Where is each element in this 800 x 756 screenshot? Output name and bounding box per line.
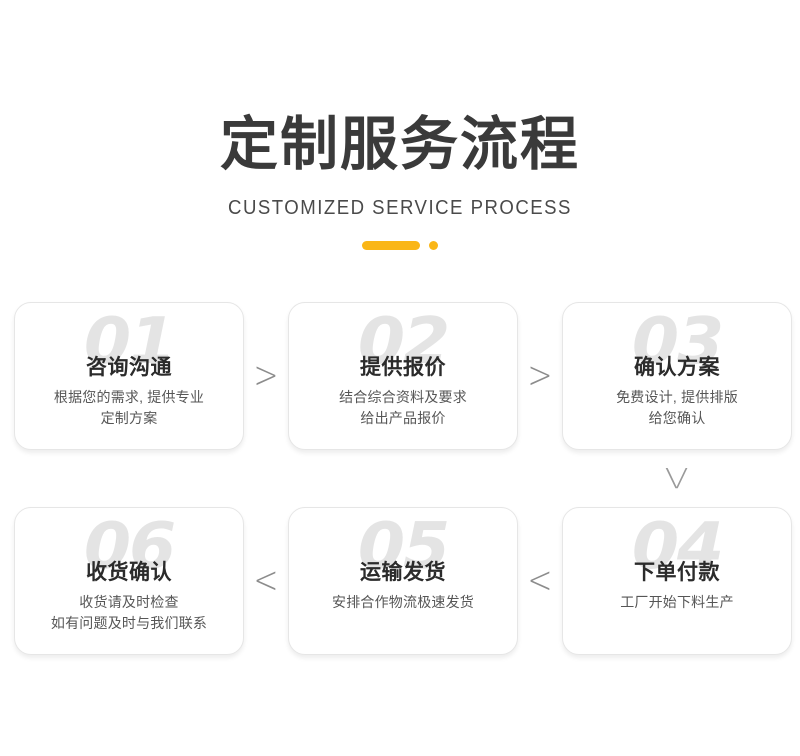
process-step-card-04[interactable]: 04 下单付款 工厂开始下料生产 [562,507,792,655]
process-flow-row-top: 01 咨询沟通 根据您的需求, 提供专业 定制方案 > 02 提供报价 结合综合… [0,300,800,452]
chevron-left-icon-2: < [527,558,553,603]
step-description: 根据您的需求, 提供专业 定制方案 [23,387,235,429]
process-flow: 01 咨询沟通 根据您的需求, 提供专业 定制方案 > 02 提供报价 结合综合… [0,300,800,657]
chevron-right-icon-2: > [527,353,553,398]
step-content: 运输发货 安排合作物流极速发货 [289,560,517,613]
step-description-line-2: 如有问题及时与我们联系 [50,615,208,631]
step-content: 咨询沟通 根据您的需求, 提供专业 定制方案 [15,355,243,429]
step-description: 工厂开始下料生产 [571,592,783,613]
process-step-card-06[interactable]: 06 收货确认 收货请及时检查 如有问题及时与我们联系 [14,507,244,655]
step-description-line-2: 给出产品报价 [360,410,446,426]
step-number-watermark: 02 [357,305,450,379]
step-description-line-1: 收货请及时检查 [79,594,179,610]
chevron-down-icon: V [665,461,689,495]
title-divider [0,240,800,250]
step-title: 收货确认 [86,561,172,584]
step-content: 提供报价 结合综合资料及要求 给出产品报价 [289,355,517,429]
step-content: 下单付款 工厂开始下料生产 [563,560,791,613]
step-description-line-1: 结合综合资料及要求 [339,389,467,405]
chevron-down-connector: V [562,452,792,505]
process-flow-row-bottom: 06 收货确认 收货请及时检查 如有问题及时与我们联系 < 05 运输发货 安排… [0,505,800,657]
step-description: 结合综合资料及要求 给出产品报价 [297,387,509,429]
step-title: 咨询沟通 [86,356,172,379]
process-step-card-05[interactable]: 05 运输发货 安排合作物流极速发货 [288,507,518,655]
step-description-line-1: 免费设计, 提供排版 [616,389,738,405]
process-step-card-01[interactable]: 01 咨询沟通 根据您的需求, 提供专业 定制方案 [14,302,244,450]
step-number-watermark: 04 [631,510,724,584]
step-description: 收货请及时检查 如有问题及时与我们联系 [23,592,235,634]
step-content: 确认方案 免费设计, 提供排版 给您确认 [563,355,791,429]
process-step-card-03[interactable]: 03 确认方案 免费设计, 提供排版 给您确认 [562,302,792,450]
step-title: 确认方案 [634,356,720,379]
page-title: 定制服务流程 [219,112,580,177]
step-description-line-2: 定制方案 [100,410,158,426]
step-number-watermark: 06 [83,510,176,584]
step-description-line-1: 工厂开始下料生产 [620,594,734,610]
chevron-left-icon-1: < [253,558,279,603]
page-subtitle: CUSTOMIZED SERVICE PROCESS [228,197,572,219]
step-description-line-1: 安排合作物流极速发货 [332,594,474,610]
step-title: 运输发货 [360,561,446,584]
process-step-card-02[interactable]: 02 提供报价 结合综合资料及要求 给出产品报价 [288,302,518,450]
divider-bar-icon [362,240,420,250]
step-description: 安排合作物流极速发货 [297,592,509,613]
step-title: 下单付款 [634,561,720,584]
step-description: 免费设计, 提供排版 给您确认 [571,387,783,429]
step-description-line-1: 根据您的需求, 提供专业 [53,389,205,405]
step-number-watermark: 03 [631,305,724,379]
page-header: 定制服务流程 CUSTOMIZED SERVICE PROCESS [0,0,800,250]
chevron-right-icon-1: > [253,353,279,398]
step-number-watermark: 01 [83,305,176,379]
divider-dot-icon [429,240,438,250]
step-title: 提供报价 [360,356,446,379]
step-description-line-2: 给您确认 [648,410,706,426]
step-content: 收货确认 收货请及时检查 如有问题及时与我们联系 [15,560,243,634]
step-number-watermark: 05 [357,510,450,584]
